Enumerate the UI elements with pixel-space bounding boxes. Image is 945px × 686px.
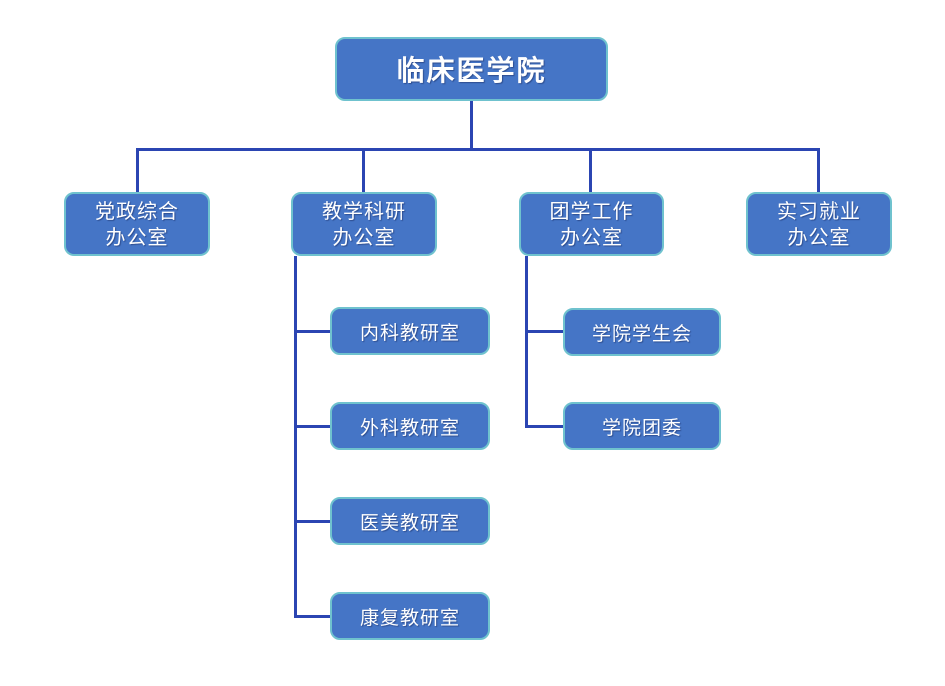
sub-label: 内科教研室 [359, 321, 460, 344]
dept-label-line2: 办公室 [787, 225, 851, 249]
connector-stub-neike [294, 330, 330, 333]
connector-teaching-branch-vertical [294, 256, 297, 618]
org-node-root: 临床医学院 [335, 37, 608, 101]
org-node-sub-yimei: 医美教研室 [330, 497, 490, 545]
dept-label-line1: 党政综合 [95, 198, 179, 223]
connector-stub-tuanwei [525, 425, 563, 428]
org-node-sub-xueshenghui: 学院学生会 [563, 308, 721, 356]
org-node-sub-neike: 内科教研室 [330, 307, 490, 355]
dept-label-line1: 团学工作 [549, 198, 634, 223]
org-node-sub-kangfu: 康复教研室 [330, 592, 490, 640]
dept-label-line1: 教学科研 [322, 198, 406, 223]
org-node-dept-dangzheng: 党政综合 办公室 [64, 192, 210, 256]
connector-stub-kangfu [294, 615, 330, 618]
connector-drop-dept-1 [136, 148, 139, 192]
connector-stub-waike [294, 425, 330, 428]
dept-label-line2: 办公室 [560, 225, 623, 249]
connector-root-drop [470, 101, 473, 148]
connector-youth-branch-vertical [525, 256, 528, 428]
dept-label-line1: 实习就业 [777, 198, 861, 223]
connector-drop-dept-2 [362, 148, 365, 192]
org-node-dept-tuanxue: 团学工作 办公室 [519, 192, 664, 256]
dept-label-line2: 办公室 [332, 225, 396, 249]
connector-main-horizontal [136, 148, 820, 151]
org-node-sub-tuanwei: 学院团委 [563, 402, 721, 450]
org-node-root-label: 临床医学院 [396, 54, 547, 87]
sub-label: 康复教研室 [359, 606, 460, 629]
org-node-dept-jiaoxue: 教学科研 办公室 [291, 192, 437, 256]
dept-label-line2: 办公室 [105, 225, 169, 249]
sub-label: 外科教研室 [359, 416, 460, 439]
connector-stub-xueshenghui [525, 330, 563, 333]
connector-drop-dept-3 [589, 148, 592, 192]
org-node-dept-shixi: 实习就业 办公室 [746, 192, 892, 256]
sub-label: 学院团委 [601, 416, 682, 439]
connector-drop-dept-4 [817, 148, 820, 192]
sub-label: 学院学生会 [591, 322, 692, 345]
connector-stub-yimei [294, 520, 330, 523]
org-node-sub-waike: 外科教研室 [330, 402, 490, 450]
sub-label: 医美教研室 [359, 511, 460, 534]
